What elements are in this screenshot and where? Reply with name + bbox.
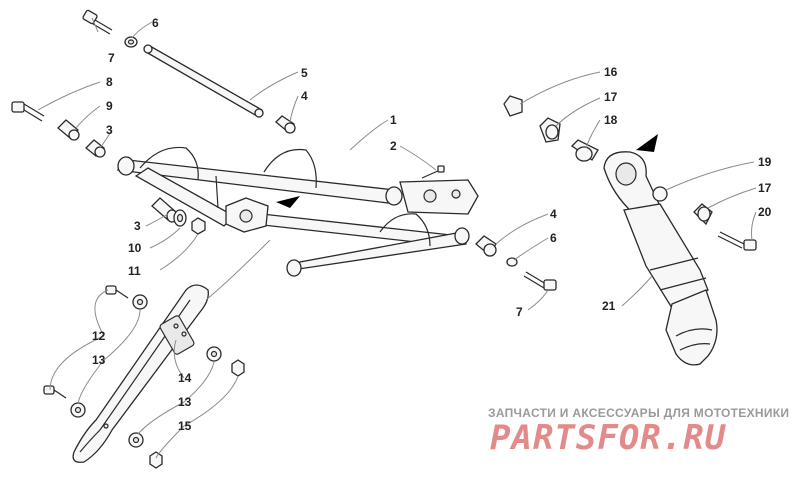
bolt-7-lower [523, 271, 557, 291]
ball-19 [652, 186, 668, 202]
callout-12: 12 [92, 329, 106, 343]
washer-13-b [206, 346, 222, 362]
watermark-subtitle: ЗАПЧАСТИ И АКСЕССУАРЫ ДЛЯ МОТОТЕХНИКИ [488, 406, 790, 420]
watermark-logo: PARTSFOR.RU [490, 418, 727, 458]
callout-8: 8 [106, 75, 113, 89]
callout-13-left: 13 [92, 353, 106, 367]
callout-7-top: 7 [108, 51, 115, 65]
callout-19: 19 [758, 155, 772, 169]
callout-10: 10 [128, 241, 142, 255]
bolt-8 [11, 101, 45, 122]
callout-11: 11 [128, 264, 141, 278]
callout-3-top: 3 [106, 123, 113, 137]
callout-20: 20 [758, 205, 772, 219]
callout-18: 18 [604, 113, 618, 127]
pointer-arrow-right [636, 134, 658, 152]
callout-14: 14 [178, 371, 192, 385]
callout-17-top: 17 [604, 90, 618, 104]
bolt-20 [717, 231, 757, 251]
callout-17-lower: 17 [758, 181, 772, 195]
bolt-12-lower [43, 385, 67, 399]
callout-6-top: 6 [152, 16, 159, 30]
washer-10 [173, 209, 187, 227]
spacer-3-left [85, 139, 106, 158]
callout-6-lower: 6 [550, 231, 557, 245]
bushing-16 [503, 95, 523, 117]
bushing-4-upper [275, 115, 296, 134]
callout-5: 5 [301, 66, 308, 80]
sleeve-18 [570, 139, 599, 162]
callout-4-lower: 4 [550, 207, 557, 221]
bolt-12-upper [105, 285, 129, 299]
callout-3-mid: 3 [134, 219, 141, 233]
swing-arm-1 [116, 146, 479, 277]
pointer-arrow-left [276, 196, 300, 208]
leader-lines [37, 17, 757, 459]
callout-15: 15 [178, 419, 192, 433]
shock-21 [603, 151, 718, 366]
bushing-4-lower [475, 235, 497, 257]
callout-1: 1 [390, 113, 397, 127]
callout-21: 21 [602, 299, 616, 313]
bushing-17-upper [539, 117, 561, 143]
washer-13-a [132, 294, 148, 310]
washer-13-c [70, 402, 86, 418]
nut-15-a [231, 359, 245, 377]
nut-15-b [149, 451, 163, 469]
callout-9: 9 [106, 99, 113, 113]
callout-13-right: 13 [178, 395, 192, 409]
callout-7-lower: 7 [516, 305, 523, 319]
bushing-17-lower [693, 203, 713, 226]
callout-4-top: 4 [301, 89, 308, 103]
callout-2: 2 [390, 139, 397, 153]
nut-11 [191, 217, 206, 235]
bolt-2 [421, 165, 445, 179]
spacer-3-mid [151, 197, 178, 223]
bushing-9 [57, 119, 80, 141]
limiter-strap-14 [72, 284, 209, 463]
shaft-5 [143, 44, 264, 118]
callout-16: 16 [604, 65, 618, 79]
washer-13-d [128, 432, 144, 448]
washer-6-top [124, 36, 138, 48]
